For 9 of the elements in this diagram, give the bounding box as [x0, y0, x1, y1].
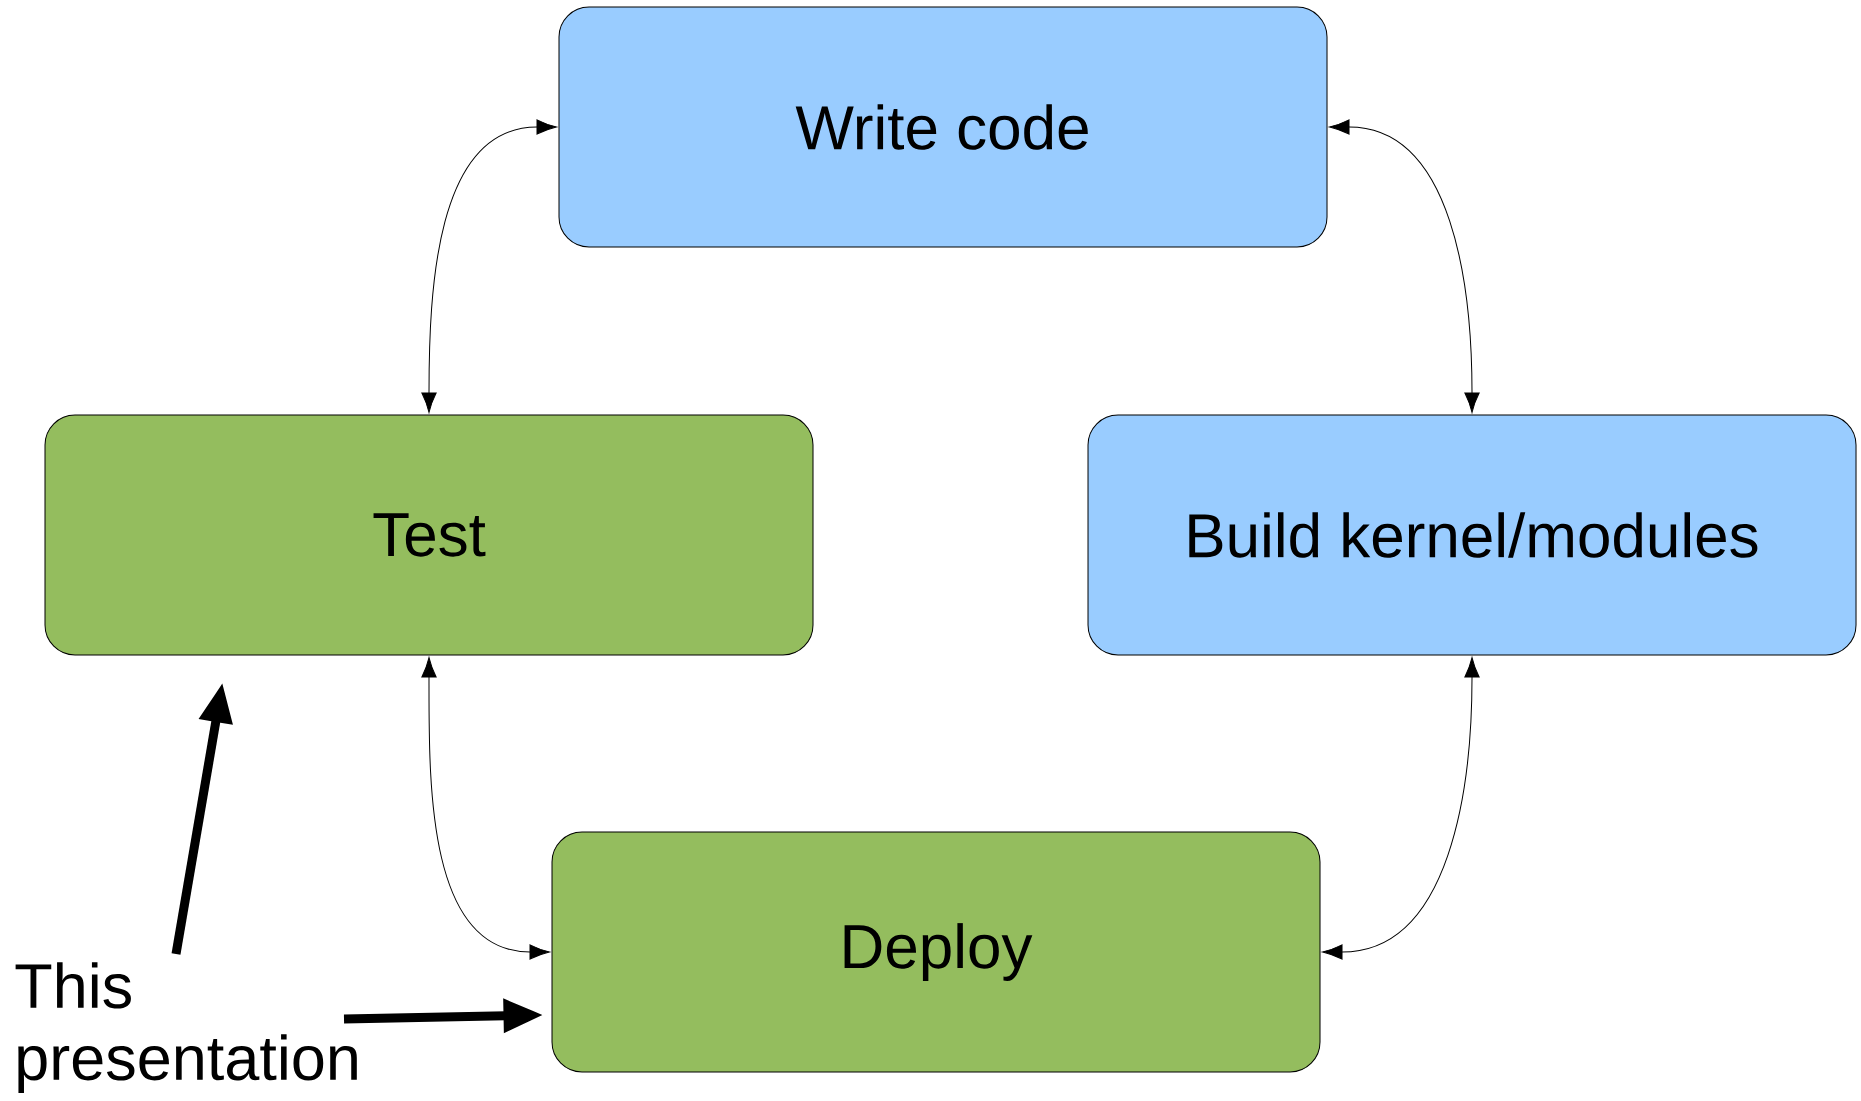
arrow	[421, 657, 550, 960]
arrow	[1329, 119, 1480, 413]
process-box: Build kernel/modules	[1087, 414, 1857, 656]
arrow	[421, 119, 557, 413]
process-box: Test	[44, 414, 814, 656]
process-box: Write code	[558, 6, 1328, 248]
note-text: This presentation	[15, 962, 357, 1093]
arrow	[1322, 657, 1480, 960]
process-box: Deploy	[551, 831, 1321, 1073]
